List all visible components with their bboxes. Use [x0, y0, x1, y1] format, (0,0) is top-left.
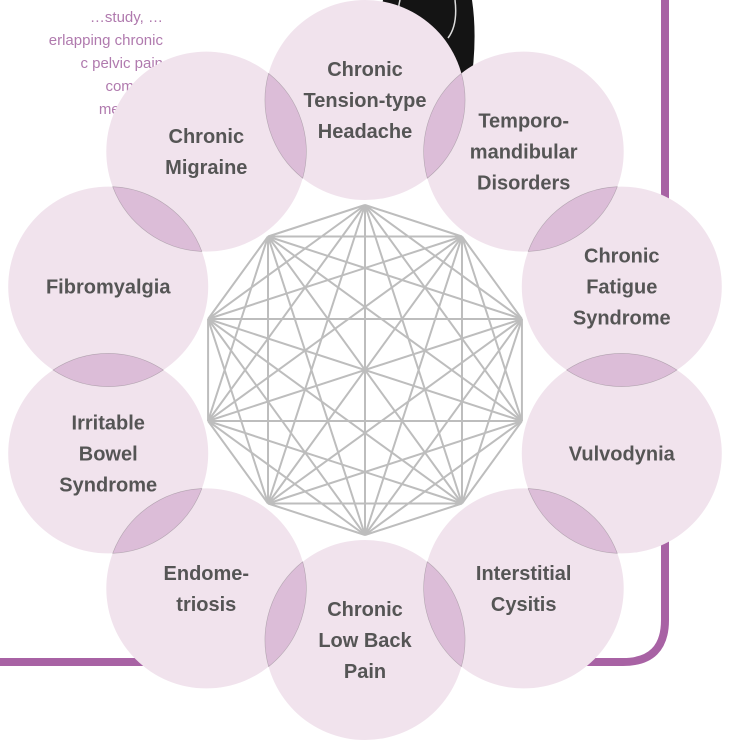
condition-label-line: triosis: [176, 594, 236, 616]
condition-label-line: Cysitis: [491, 594, 557, 616]
condition-label-line: Headache: [318, 121, 413, 143]
network-edge: [208, 319, 268, 503]
network-edge: [268, 237, 522, 421]
condition-label-line: Chronic: [584, 246, 660, 268]
condition-label-line: Chronic: [327, 599, 403, 621]
condition-label-line: Low Back: [318, 630, 412, 652]
condition-label-line: Endome-: [164, 563, 250, 585]
network-edge: [268, 237, 522, 320]
condition-label-line: Fatigue: [586, 277, 657, 299]
condition-label-line: Temporo-: [478, 111, 569, 133]
condition-label-line: Syndrome: [59, 474, 157, 496]
network-edge: [208, 237, 268, 421]
condition-label-line: Tension-type: [304, 90, 427, 112]
condition-label-line: Migraine: [165, 157, 247, 179]
network-edge: [208, 319, 462, 503]
connection-network: [208, 205, 522, 535]
label-vulvodynia: Vulvodynia: [569, 443, 676, 465]
condition-label-line: Bowel: [79, 443, 138, 465]
condition-label-line: Pain: [344, 661, 386, 683]
condition-label-line: mandibular: [470, 142, 578, 164]
condition-label-line: Fibromyalgia: [46, 277, 171, 299]
condition-label-line: Chronic: [169, 126, 245, 148]
condition-label-line: Chronic: [327, 59, 403, 81]
intro-text-line: erlapping chronic: [49, 32, 164, 49]
condition-label-line: Syndrome: [573, 308, 671, 330]
condition-label-line: Disorders: [477, 173, 570, 195]
network-edge: [268, 237, 365, 535]
condition-label-line: Vulvodynia: [569, 443, 676, 465]
label-fibromyalgia: Fibromyalgia: [46, 277, 171, 299]
condition-label-line: Interstitial: [476, 563, 572, 585]
intro-text-line: …study, …: [90, 9, 163, 26]
condition-label-line: Irritable: [72, 412, 145, 434]
